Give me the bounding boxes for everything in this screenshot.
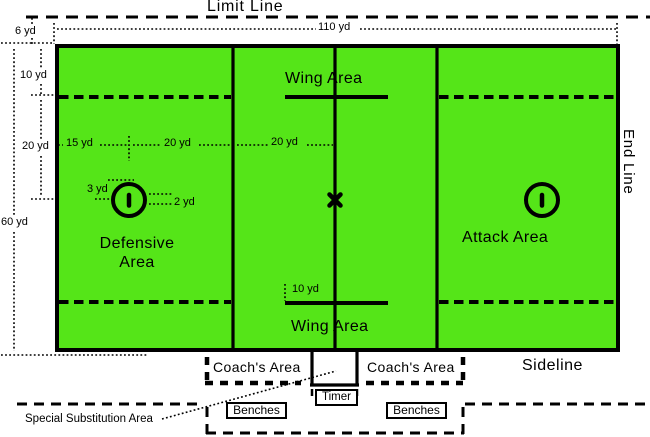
measurement-10yd-left: 10 yd [20, 69, 47, 81]
coachs-area-left-label: Coach's Area [213, 359, 301, 375]
benches-left-box: Benches [226, 402, 287, 419]
special-substitution-label: Special Substitution Area [25, 413, 153, 425]
timer-box: Timer [315, 389, 358, 406]
face-off-x-icon [327, 192, 343, 208]
restraining-lines [59, 95, 615, 304]
measurement-110yd: 110 yd [318, 21, 351, 33]
goal-crease-right-icon [524, 182, 560, 218]
benches-right-box: Benches [386, 402, 447, 419]
wing-lines [285, 95, 388, 305]
sideline-label: Sideline [522, 357, 583, 374]
wing-area-top-label: Wing Area [285, 70, 363, 87]
limit-line-label: Limit Line [207, 0, 284, 15]
goal-crease-left-icon [111, 182, 147, 218]
measurement-2yd: 2 yd [174, 196, 195, 208]
wing-area-bottom-label: Wing Area [291, 318, 369, 335]
attack-area-label: Attack Area [462, 229, 549, 246]
measurement-20yd-left: 20 yd [22, 140, 49, 152]
measurement-60yd: 60 yd [1, 216, 28, 228]
measurement-20yd-goal: 20 yd [164, 137, 191, 149]
measurement-10yd-wingline: 10 yd [292, 283, 319, 295]
measurement-3yd: 3 yd [87, 183, 108, 195]
measurement-lines [1, 18, 618, 420]
coachs-area-right-label: Coach's Area [367, 359, 455, 375]
defensive-area-label: Defensive Area [99, 235, 175, 271]
end-line-label: End Line [619, 129, 637, 195]
measurement-20yd-wing: 20 yd [271, 136, 298, 148]
coachs-area-bounds [204, 357, 466, 386]
limit-line [17, 15, 650, 435]
measurement-6yd: 6 yd [15, 25, 36, 37]
measurement-15yd: 15 yd [66, 137, 93, 149]
